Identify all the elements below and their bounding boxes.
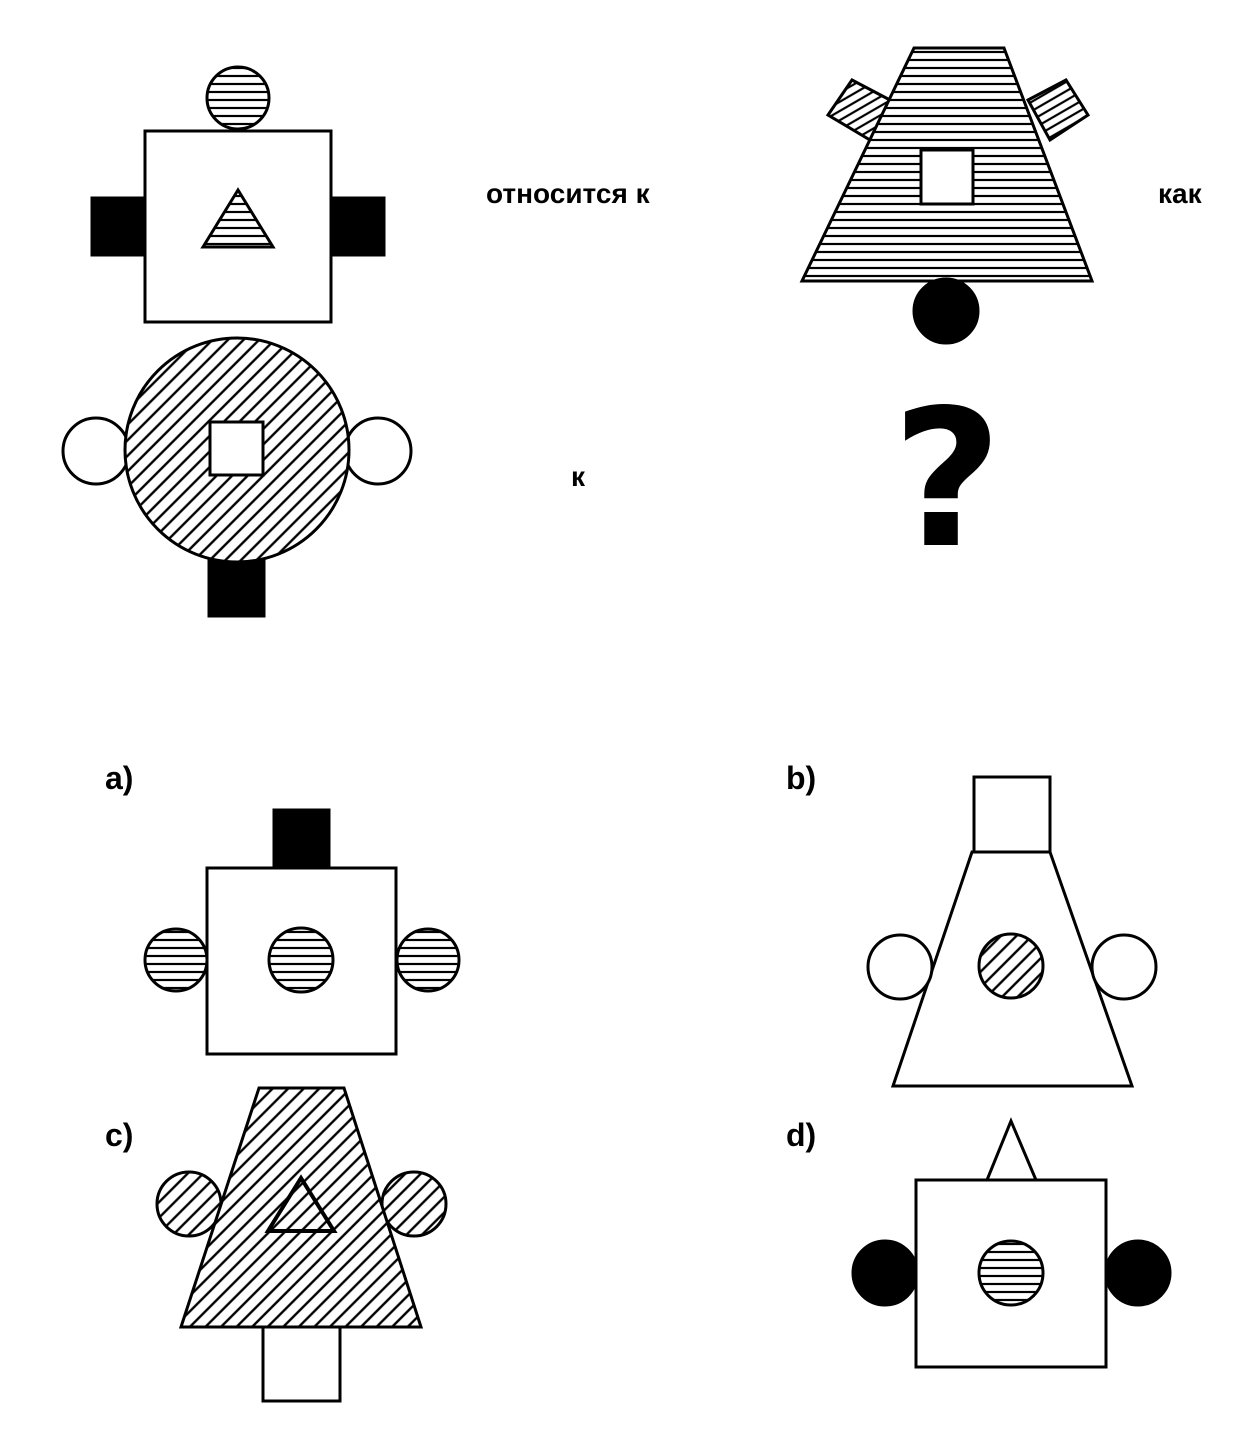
center-circle-striped: [977, 1239, 1045, 1307]
as-text: как: [1158, 178, 1202, 209]
option-b-figure: [866, 775, 1158, 1088]
relates-to-text: относится к: [486, 178, 650, 209]
figure-1-square: [90, 65, 386, 324]
figure-2-trapezoid: [799, 46, 1095, 345]
center-triangle-outline: [264, 1174, 338, 1233]
head-circle-striped: [205, 65, 271, 131]
option-c-label[interactable]: c): [105, 1117, 134, 1153]
foot-circle-black: [912, 277, 980, 345]
left-ear-circle: [866, 933, 934, 1001]
right-ear-striped: [395, 927, 461, 993]
right-ear-circle: [343, 416, 413, 486]
right-ear-hatched: [380, 1170, 448, 1238]
option-a-figure: [143, 808, 461, 1056]
body-trapezoid-hatched: [178, 1086, 424, 1329]
option-b-label[interactable]: b): [786, 760, 817, 796]
left-ear-striped: [143, 927, 209, 993]
left-ear-hatched: [155, 1170, 223, 1238]
head-square-black: [272, 808, 331, 870]
to-text: к: [571, 461, 586, 492]
center-circle-striped: [267, 926, 335, 994]
question-mark: ?: [892, 369, 1003, 590]
head-square-white: [972, 775, 1052, 854]
option-c-figure: [155, 1086, 448, 1403]
center-triangle-striped: [200, 187, 276, 249]
left-ear-black: [851, 1239, 919, 1307]
center-square-white: [208, 420, 265, 477]
foot-square-black: [207, 554, 266, 618]
right-ear-circle: [1090, 933, 1158, 1001]
center-circle-hatched: [977, 932, 1045, 1000]
left-arm-black: [90, 196, 147, 257]
option-d-label[interactable]: d): [786, 1117, 817, 1153]
right-arm-black: [329, 196, 386, 257]
option-d-figure: [851, 1117, 1172, 1369]
right-ear-black: [1104, 1239, 1172, 1307]
figure-3-circle: [61, 336, 413, 618]
foot-square-white: [261, 1325, 342, 1403]
center-square-white: [919, 148, 975, 206]
left-ear-circle: [61, 416, 131, 486]
right-arm-tilted: [1025, 78, 1091, 143]
head-triangle-white: [984, 1117, 1039, 1182]
option-a-label[interactable]: a): [105, 760, 134, 796]
